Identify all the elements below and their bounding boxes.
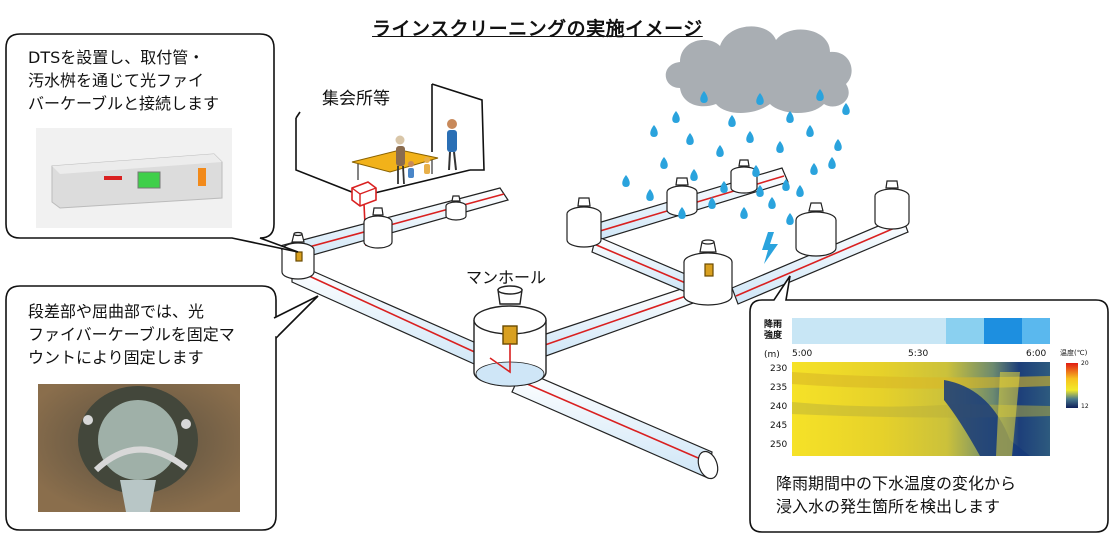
callout-dts-line: 汚水桝を通じて光ファイ xyxy=(28,71,205,90)
rain-label-line: 降雨 xyxy=(764,320,783,330)
raindrop-icon xyxy=(716,145,724,157)
raindrop-icon xyxy=(700,91,708,103)
callout-dts-line: バーケーブルと接続します xyxy=(28,94,220,113)
callout-mount-text: 段差部や屈曲部では、光 ファイバーケーブルを固定マ ウントにより固定します xyxy=(28,300,235,369)
scale-min-label: 12 xyxy=(1081,403,1089,410)
raindrop-icon xyxy=(816,89,824,101)
raindrop-icon xyxy=(708,197,716,209)
rain-intensity-label: 降雨 強度 xyxy=(764,320,782,342)
x-tick-label: 5:30 xyxy=(908,349,929,359)
raindrop-icon xyxy=(728,115,736,127)
y-tick-label: 235 xyxy=(770,383,788,393)
raindrop-icon xyxy=(740,207,748,219)
raindrop-icon xyxy=(786,213,794,225)
raindrop-icon xyxy=(678,207,686,219)
small-manholes xyxy=(281,159,910,306)
callout-mount-line: 段差部や屈曲部では、光 xyxy=(28,302,205,321)
manhole-label: マンホール xyxy=(466,268,547,287)
facility-label: 集会所等 xyxy=(322,89,390,109)
raindrop-icon xyxy=(786,111,794,123)
callout-detect-text: 降雨期間中の下水温度の変化から 浸入水の発生箇所を検出します xyxy=(776,472,1016,518)
rain-drops xyxy=(622,89,850,225)
raindrop-icon xyxy=(690,169,698,181)
temperature-scale xyxy=(1066,363,1078,408)
y-tick-label: 245 xyxy=(770,421,788,431)
callout-dts xyxy=(5,33,299,253)
scale-max-label: 20 xyxy=(1081,360,1089,367)
x-tick-label: 5:00 xyxy=(792,349,813,359)
rain-cloud xyxy=(665,26,852,114)
raindrop-icon xyxy=(828,157,836,169)
raindrop-icon xyxy=(672,111,680,123)
raindrop-icon xyxy=(756,93,764,105)
callout-mount-line: ウントにより固定します xyxy=(28,348,204,367)
facility-building xyxy=(295,83,485,247)
callout-dts-line: DTSを設置し、取付管・ xyxy=(28,48,205,67)
raindrop-icon xyxy=(806,125,814,137)
rain-intensity-low xyxy=(792,318,946,344)
scale-title: 温度(℃) xyxy=(1060,349,1088,357)
raindrop-icon xyxy=(622,175,630,187)
raindrop-icon xyxy=(686,133,694,145)
raindrop-icon xyxy=(752,165,760,177)
callout-mount xyxy=(5,285,319,531)
raindrop-icon xyxy=(660,157,668,169)
raindrop-icon xyxy=(720,181,728,193)
callout-detect-line: 降雨期間中の下水温度の変化から xyxy=(776,474,1017,493)
raindrop-icon xyxy=(646,189,654,201)
main-manhole xyxy=(473,285,547,387)
page-title: ラインスクリーニングの実施イメージ xyxy=(372,18,703,40)
rain-intensity-mid xyxy=(946,318,984,344)
raindrop-icon xyxy=(842,103,850,115)
raindrop-icon xyxy=(756,185,764,197)
y-tick-label: 230 xyxy=(770,364,788,374)
rain-intensity-high xyxy=(984,318,1022,344)
callout-detect-line: 浸入水の発生箇所を検出します xyxy=(776,497,1001,516)
raindrop-icon xyxy=(776,141,784,153)
raindrop-icon xyxy=(650,125,658,137)
raindrop-icon xyxy=(746,131,754,143)
callout-mount-line: ファイバーケーブルを固定マ xyxy=(28,325,235,344)
raindrop-icon xyxy=(834,139,842,151)
depth-unit-label: (m) xyxy=(764,350,780,360)
rain-label-line: 強度 xyxy=(764,331,783,341)
callout-detect xyxy=(749,275,1109,533)
raindrop-icon xyxy=(810,163,818,175)
callout-dts-text: DTSを設置し、取付管・ 汚水桝を通じて光ファイ バーケーブルと接続します xyxy=(28,46,219,115)
y-tick-label: 240 xyxy=(770,402,788,412)
y-tick-label: 250 xyxy=(770,440,788,450)
raindrop-icon xyxy=(782,179,790,191)
raindrop-icon xyxy=(796,185,804,197)
lightning-icon xyxy=(762,232,778,264)
raindrop-icon xyxy=(768,197,776,209)
rain-intensity-tail xyxy=(1022,318,1050,344)
x-tick-label: 6:00 xyxy=(1026,349,1047,359)
